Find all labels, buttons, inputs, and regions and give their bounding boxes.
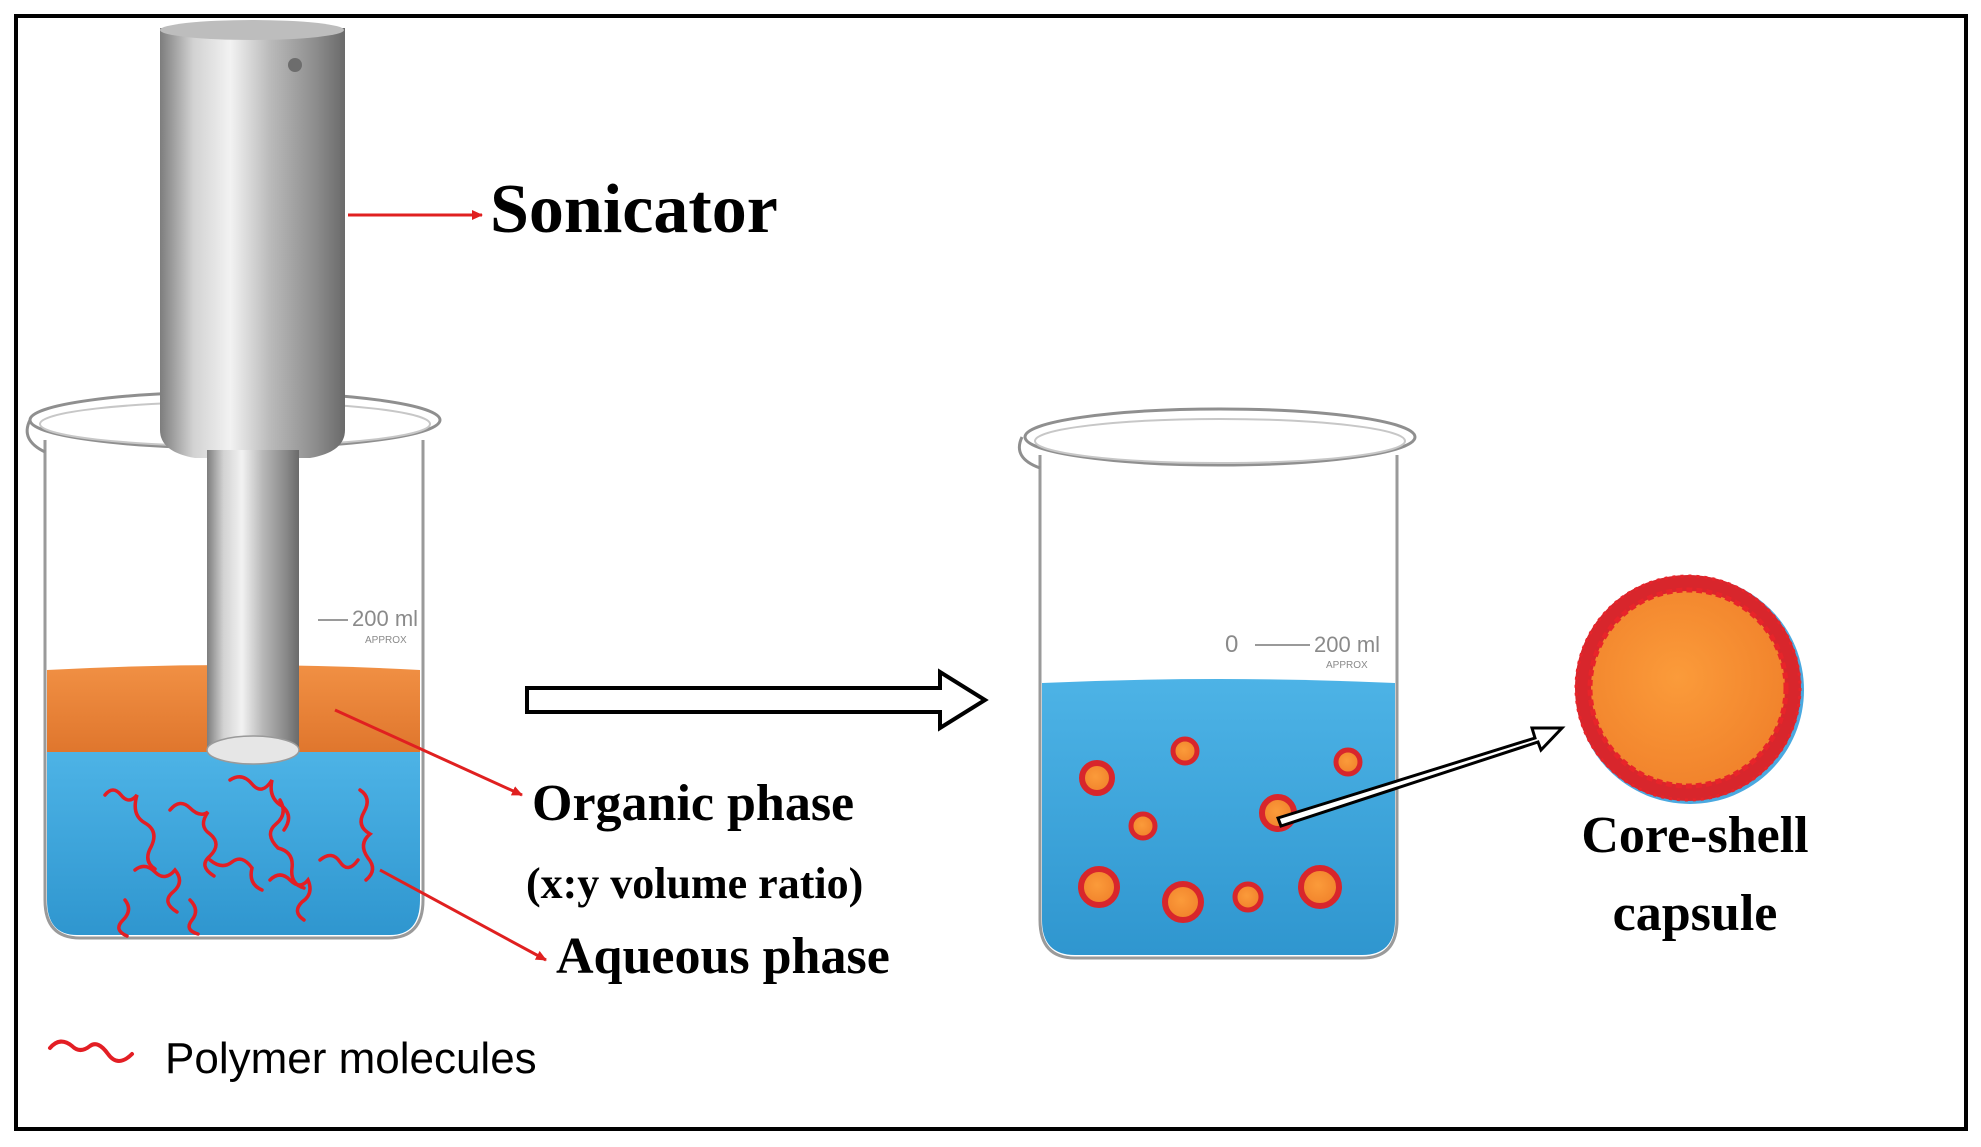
pointer-arrows xyxy=(334,210,547,962)
left-beaker-volume-mark: 200 ml xyxy=(352,606,418,631)
capsule-shell xyxy=(1575,575,1801,801)
legend: Polymer molecules xyxy=(48,1034,537,1083)
organic-pointer-arrow xyxy=(334,708,523,797)
aqueous-phase-label: Aqueous phase xyxy=(556,928,890,985)
left-beaker-approx-mark: APPROX xyxy=(365,635,407,646)
capsule xyxy=(1170,736,1200,766)
polymer-chain xyxy=(103,788,157,871)
right-beaker-rim xyxy=(1023,407,1417,467)
polymer-chain xyxy=(268,798,306,890)
core-shell-label-line1: Core-shell xyxy=(1581,807,1808,864)
organic-phase-label: Organic phase xyxy=(532,775,854,832)
sonicator-probe-tip xyxy=(206,735,300,765)
capsule xyxy=(1333,747,1363,777)
right-beaker-zero-mark: 0 xyxy=(1225,631,1238,658)
polymer-legend-label: Polymer molecules xyxy=(165,1034,537,1083)
polymer-chain xyxy=(133,864,182,914)
capsule xyxy=(1298,865,1342,909)
process-arrow-icon xyxy=(525,668,989,732)
capsule xyxy=(1078,866,1120,908)
volume-ratio-label: (x:y volume ratio) xyxy=(526,859,863,908)
polymer-chain xyxy=(228,775,291,832)
left-beaker-spout xyxy=(25,419,46,454)
right-beaker-volume-mark: 200 ml xyxy=(1314,632,1380,657)
capsule xyxy=(1162,881,1204,923)
right-beaker-liquid xyxy=(1042,679,1395,955)
polymer-chain xyxy=(318,853,360,870)
right-beaker-glass xyxy=(1038,455,1399,960)
core-shell-capsule-enlarged xyxy=(1574,574,1804,804)
aqueous-pointer-arrow xyxy=(379,868,547,962)
polymer-chain xyxy=(117,898,131,938)
sonicator-label: Sonicator xyxy=(490,171,778,248)
polymer-chain xyxy=(187,898,200,936)
right-beaker-spout xyxy=(1017,436,1041,470)
polymer-chain xyxy=(358,788,375,882)
polymer-chain xyxy=(268,873,312,922)
left-beaker-glass xyxy=(43,440,425,940)
polymer-molecules xyxy=(103,775,375,938)
polymer-legend-icon xyxy=(48,1039,134,1063)
sonicator-screw xyxy=(288,58,302,72)
core-shell-label-line2: capsule xyxy=(1613,885,1778,942)
right-beaker-approx-mark: APPROX xyxy=(1326,660,1368,671)
polymer-chain xyxy=(168,801,218,878)
capsules xyxy=(1078,736,1363,923)
polymer-chain xyxy=(208,857,264,892)
aqueous-phase-liquid xyxy=(47,752,420,935)
sonicator-taper xyxy=(160,398,345,458)
zoom-arrow xyxy=(1276,726,1566,828)
capsule xyxy=(1079,760,1115,796)
sonicator-probe xyxy=(207,450,299,750)
sonicator-body xyxy=(160,28,345,398)
capsule xyxy=(1128,811,1158,841)
capsule xyxy=(1232,881,1264,913)
sonicator xyxy=(160,20,345,765)
